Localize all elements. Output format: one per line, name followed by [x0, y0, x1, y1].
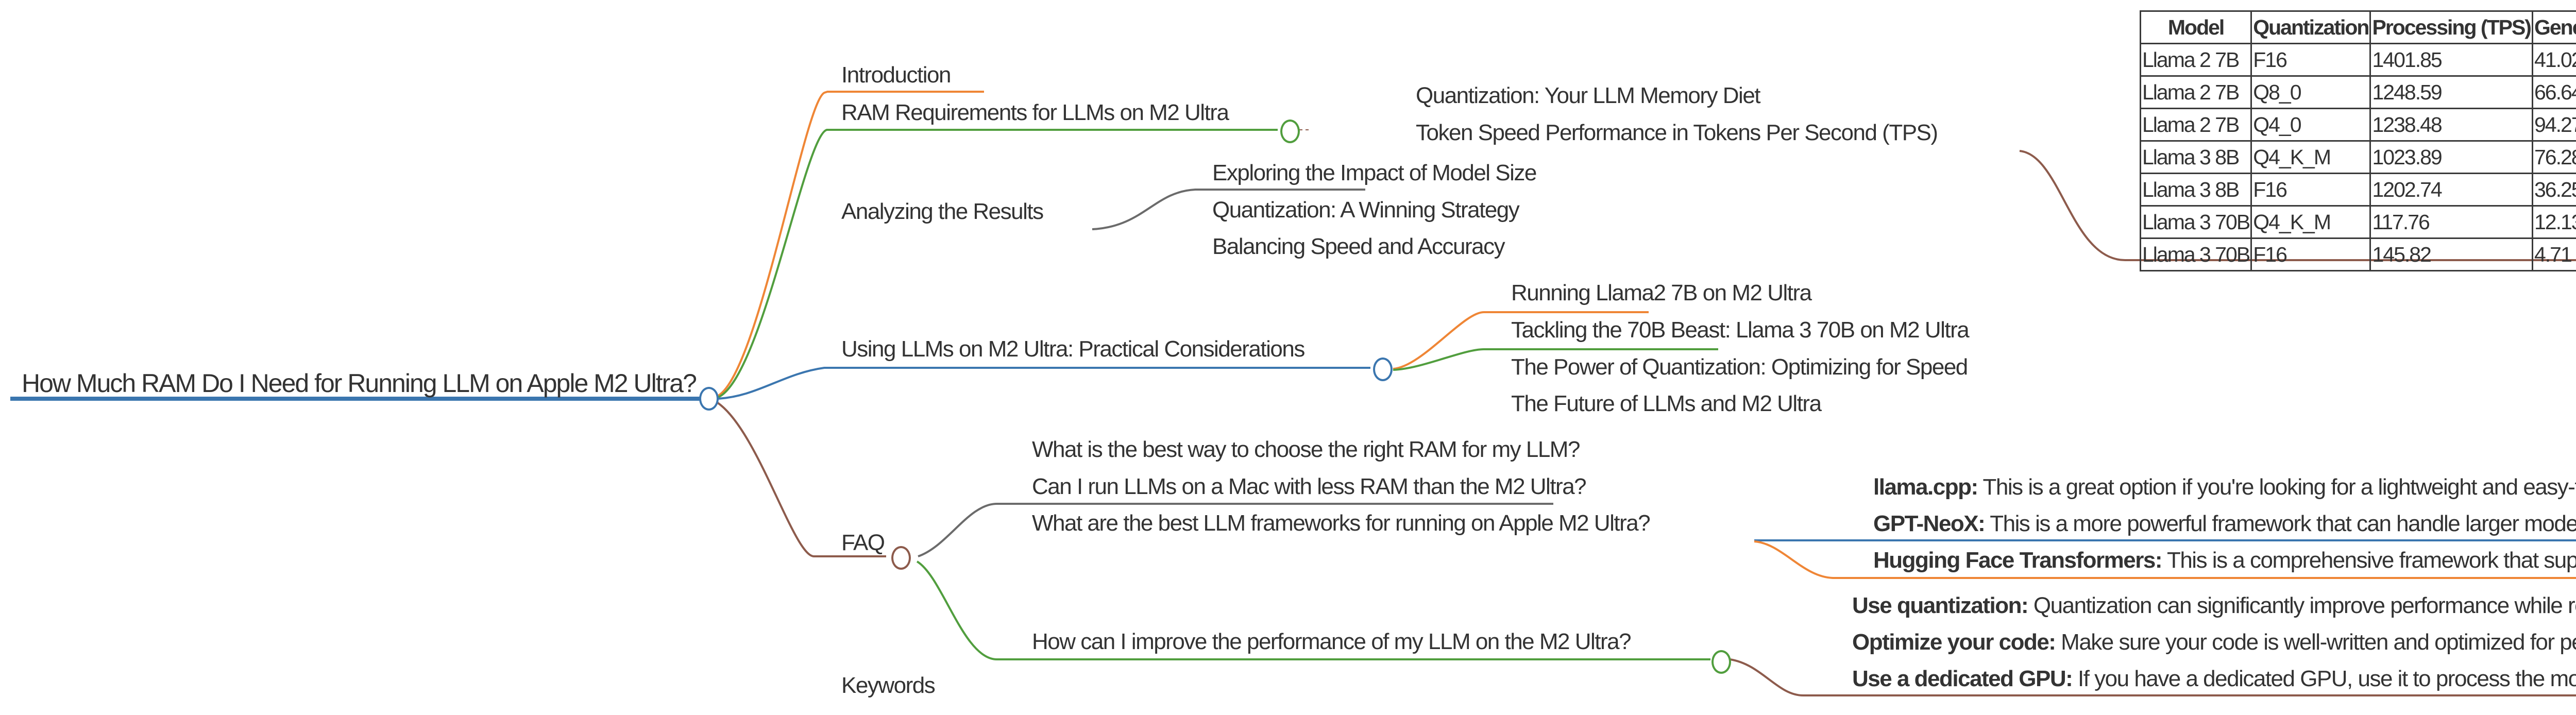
improvement-description: If you have a dedicated GPU, use it to p…	[2077, 666, 2576, 691]
subtopic-model-size[interactable]: Exploring the Impact of Model Size	[1212, 160, 1537, 185]
edge-hugging-face	[1754, 540, 2576, 579]
faq-question-less-ram[interactable]: Can I run LLMs on a Mac with less RAM th…	[1032, 474, 1587, 499]
table-cell: 1023.89	[2369, 140, 2533, 174]
table-cell: F16	[2250, 237, 2371, 271]
table-row: Llama 3 70B F16 145.82 4.71	[2139, 237, 2576, 271]
table-cell: Llama 2 7B	[2139, 108, 2252, 142]
table-cell: 4.71	[2531, 237, 2576, 271]
framework-name: llama.cpp:	[1873, 474, 1978, 500]
edge-faq-improve	[916, 560, 1710, 660]
framework-description: This is a more powerful framework that c…	[1985, 511, 2576, 536]
framework-llama-cpp[interactable]: llama.cpp: This is a great option if you…	[1873, 474, 2576, 501]
edge-running-llama2	[1393, 311, 1649, 370]
table-cell: Q4_K_M	[2250, 205, 2371, 239]
table-cell: 76.28	[2531, 140, 2576, 174]
faq-collapse-toggle[interactable]	[891, 546, 911, 570]
table-cell: 94.27	[2531, 108, 2576, 142]
table-cell: Q8_0	[2250, 75, 2371, 109]
table-cell: 1202.74	[2369, 173, 2533, 207]
edge-analyzing	[1092, 189, 1365, 230]
table-cell: F16	[2250, 43, 2371, 77]
topic-keywords[interactable]: Keywords	[841, 673, 936, 698]
subtopic-power-quantization[interactable]: The Power of Quantization: Optimizing fo…	[1511, 354, 1968, 380]
table-cell: 1238.48	[2369, 108, 2533, 142]
faq-question-choose-ram[interactable]: What is the best way to choose the right…	[1032, 437, 1580, 462]
table-cell: Q4_K_M	[2250, 140, 2371, 174]
faq-question-frameworks[interactable]: What are the best LLM frameworks for run…	[1032, 510, 1651, 536]
improve-dedicated-gpu[interactable]: Use a dedicated GPU: If you have a dedic…	[1852, 666, 2576, 692]
table-cell: Q4_0	[2250, 108, 2371, 142]
edge-introduction	[716, 91, 984, 398]
subtopic-speed-accuracy[interactable]: Balancing Speed and Accuracy	[1212, 234, 1505, 259]
framework-hugging-face[interactable]: Hugging Face Transformers: This is a com…	[1873, 547, 2576, 574]
improve-optimize-code[interactable]: Optimize your code: Make sure your code …	[1852, 629, 2576, 656]
topic-faq[interactable]: FAQ	[841, 530, 885, 555]
using-collapse-toggle[interactable]	[1373, 358, 1393, 381]
table-header-cell: Quantization	[2250, 10, 2371, 44]
table-cell: 36.25	[2531, 173, 2576, 207]
table-header-cell: Generation (TPS)	[2531, 10, 2576, 44]
table-cell: 1248.59	[2369, 75, 2533, 109]
table-cell: 1401.85	[2369, 43, 2533, 77]
table-row: Llama 2 7B Q8_0 1248.59 66.64	[2139, 75, 2576, 109]
edge-tackling	[1393, 348, 1718, 371]
subtopic-future-llms[interactable]: The Future of LLMs and M2 Ultra	[1511, 391, 1822, 416]
improve-use-quantization[interactable]: Use quantization: Quantization can signi…	[1852, 592, 2576, 619]
improvement-description: Make sure your code is well-written and …	[2061, 629, 2576, 655]
table-cell: F16	[2250, 173, 2371, 207]
improvement-name: Use quantization:	[1852, 593, 2029, 618]
edge-faq-questions	[918, 503, 1553, 557]
subtopic-running-llama2[interactable]: Running Llama2 7B on M2 Ultra	[1511, 280, 1812, 305]
table-row: Llama 3 8B Q4_K_M 1023.89 76.28	[2139, 140, 2576, 174]
edge-dedicated-gpu	[1730, 658, 2576, 696]
framework-description: This is a great option if you're looking…	[1982, 474, 2576, 500]
table-cell: Llama 2 7B	[2139, 75, 2252, 109]
framework-name: GPT-NeoX:	[1873, 511, 1986, 536]
ram-requirements-collapse-toggle[interactable]	[1280, 120, 1300, 143]
table-cell: 145.82	[2369, 237, 2533, 271]
table-cell: 12.13	[2531, 205, 2576, 239]
framework-description: This is a comprehensive framework that s…	[2166, 548, 2576, 573]
table-cell: 66.64	[2531, 75, 2576, 109]
framework-gpt-neox[interactable]: GPT-NeoX: This is a more powerful framew…	[1873, 510, 2576, 537]
subtopic-quantization-winning[interactable]: Quantization: A Winning Strategy	[1212, 197, 1520, 223]
subtopic-token-speed-tps[interactable]: Token Speed Performance in Tokens Per Se…	[1416, 120, 1938, 145]
edge-faq	[715, 401, 886, 557]
tps-performance-table: Model Quantization Processing (TPS) Gene…	[2139, 10, 2576, 271]
edge-tps-table	[2019, 150, 2576, 261]
framework-name: Hugging Face Transformers:	[1873, 548, 2163, 573]
subtopic-tackling-70b[interactable]: Tackling the 70B Beast: Llama 3 70B on M…	[1511, 317, 1970, 343]
table-cell: Llama 3 8B	[2139, 140, 2252, 174]
table-row: Llama 2 7B Q4_0 1238.48 94.27	[2139, 108, 2576, 142]
subtopic-quantization-memory-diet[interactable]: Quantization: Your LLM Memory Diet	[1416, 83, 1761, 108]
table-header-row: Model Quantization Processing (TPS) Gene…	[2139, 10, 2576, 44]
root-collapse-toggle[interactable]	[699, 387, 719, 411]
topic-introduction[interactable]: Introduction	[841, 62, 951, 88]
table-cell: Llama 3 70B	[2139, 205, 2252, 239]
topic-using-llms[interactable]: Using LLMs on M2 Ultra: Practical Consid…	[841, 336, 1305, 362]
table-cell: 41.02	[2531, 43, 2576, 77]
table-row: Llama 3 8B F16 1202.74 36.25	[2139, 173, 2576, 207]
improvement-name: Optimize your code:	[1852, 629, 2056, 655]
table-cell: Llama 2 7B	[2139, 43, 2252, 77]
root-node[interactable]: How Much RAM Do I Need for Running LLM o…	[22, 369, 697, 398]
edge-ram-requirements	[717, 129, 1278, 399]
table-header-cell: Model	[2139, 10, 2252, 44]
faq-question-improve[interactable]: How can I improve the performance of my …	[1032, 629, 1632, 654]
topic-ram-requirements[interactable]: RAM Requirements for LLMs on M2 Ultra	[841, 100, 1229, 125]
improvement-description: Quantization can significantly improve p…	[2033, 593, 2576, 618]
table-row: Llama 3 70B Q4_K_M 117.76 12.13	[2139, 205, 2576, 239]
table-cell: Llama 3 8B	[2139, 173, 2252, 207]
table-header-cell: Processing (TPS)	[2369, 10, 2533, 44]
table-cell: Llama 3 70B	[2139, 237, 2252, 271]
table-cell: 117.76	[2369, 205, 2533, 239]
improvement-name: Use a dedicated GPU:	[1852, 666, 2073, 691]
edge-using	[717, 367, 1370, 400]
table-row: Llama 2 7B F16 1401.85 41.02	[2139, 43, 2576, 77]
topic-analyzing-results[interactable]: Analyzing the Results	[841, 199, 1044, 224]
improve-collapse-toggle[interactable]	[1711, 650, 1731, 674]
